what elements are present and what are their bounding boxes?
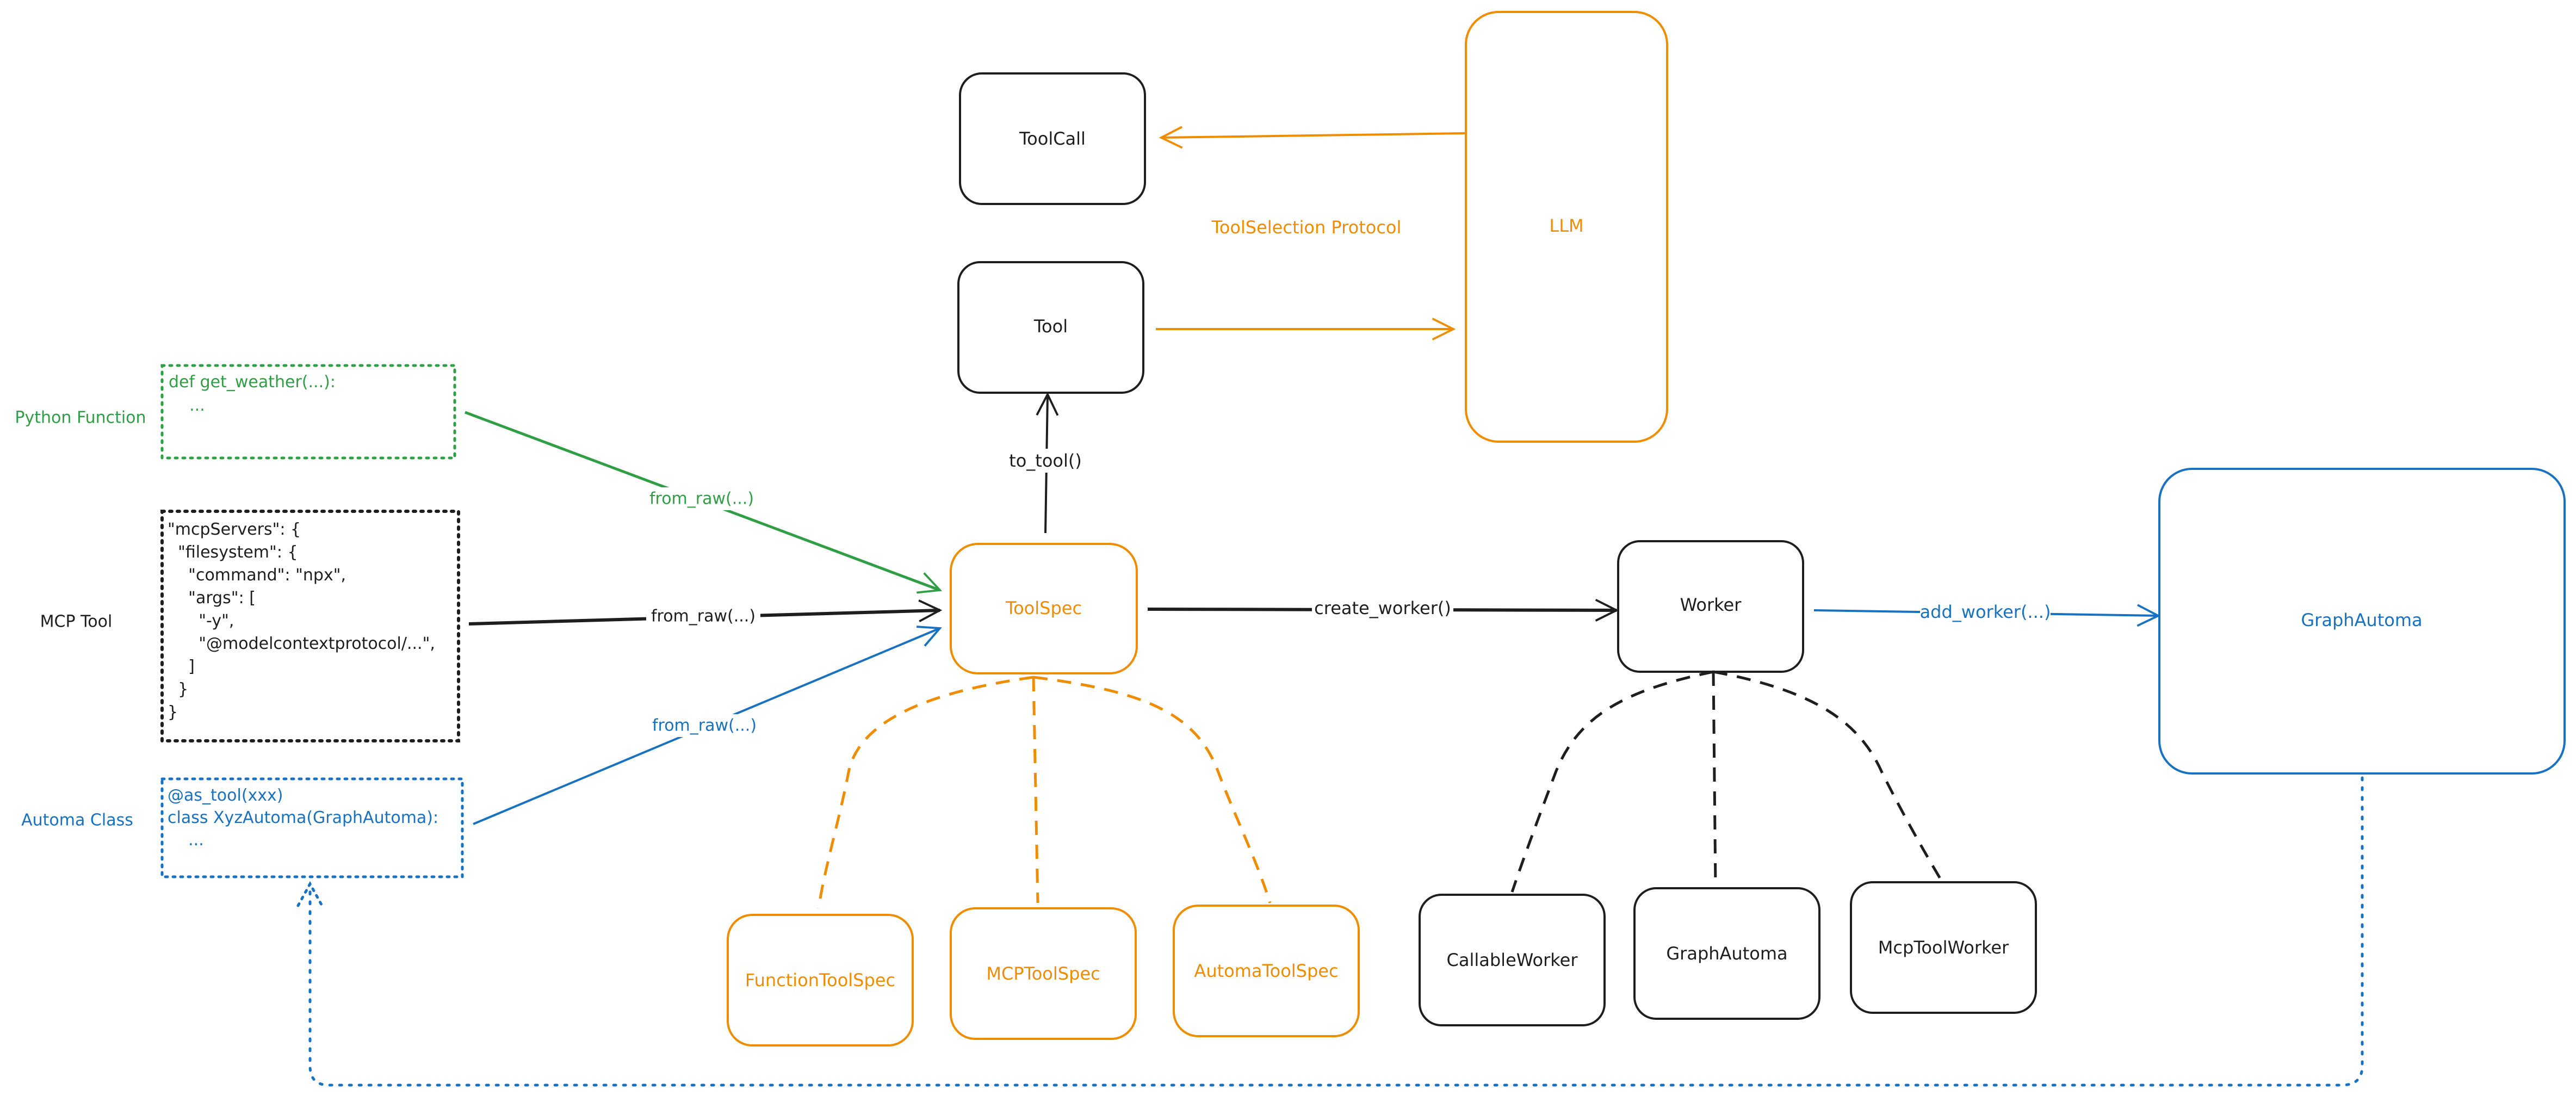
automa-code-line: @as_tool(xxx): [168, 786, 283, 805]
label-pad: [1001, 449, 1093, 473]
node-tool-label: Tool: [1033, 316, 1068, 337]
node-automa-tool-spec-label: AutomaToolSpec: [1194, 961, 1338, 981]
label-from-raw-mcp: from_raw(...): [651, 607, 756, 626]
dotted-arrowhead: [296, 881, 324, 907]
automa-class-code-box: @as_tool(xxx) class XyzAutoma(GraphAutom…: [160, 777, 464, 878]
edge-graphautoma-to-automa-class: [308, 776, 2364, 1087]
label-pad: [645, 487, 759, 510]
label-python-function: Python Function: [15, 408, 146, 428]
label-from-raw-python: from_raw(...): [649, 490, 754, 509]
mcp-code-line: "-y",: [168, 611, 234, 630]
edge-worker-mcptoolworker: [1713, 670, 1943, 882]
edge-worker-callableworker: [1510, 670, 1714, 893]
node-worker: Worker: [1617, 540, 1804, 673]
node-function-tool-spec-label: FunctionToolSpec: [745, 970, 895, 990]
label-create-worker: create_worker(): [1314, 598, 1451, 618]
mcp-code-text: "mcpServers": { "filesystem": { "command…: [168, 520, 440, 722]
node-worker-label: Worker: [1680, 595, 1742, 615]
edge-toolspec-mcptoolspec: [1032, 677, 1039, 903]
label-pad: [647, 714, 761, 737]
node-toolspec: ToolSpec: [950, 543, 1138, 674]
node-graphautoma: GraphAutoma: [2158, 468, 2566, 775]
label-pad: [1312, 597, 1453, 621]
node-callable-worker: CallableWorker: [1419, 894, 1606, 1026]
label-tool-selection-protocol: ToolSelection Protocol: [1211, 217, 1402, 238]
mcp-code-line: "filesystem": {: [168, 543, 298, 562]
label-automa-class: Automa Class: [21, 811, 133, 830]
node-callable-worker-label: CallableWorker: [1447, 950, 1578, 970]
mcp-code-line: }: [168, 703, 178, 722]
node-automa-tool-spec: AutomaToolSpec: [1173, 905, 1360, 1037]
label-pad: [646, 605, 760, 628]
node-toolcall-label: ToolCall: [1019, 128, 1086, 149]
node-graphautoma-sub: GraphAutoma: [1633, 887, 1820, 1020]
python-code-line: def get_weather(...):: [169, 373, 336, 392]
node-toolcall: ToolCall: [959, 72, 1146, 205]
node-toolspec-label: ToolSpec: [1005, 598, 1082, 618]
mcp-code-line: "args": [: [168, 589, 256, 608]
automa-code-text: @as_tool(xxx) class XyzAutoma(GraphAutom…: [168, 786, 444, 850]
python-function-code-box: def get_weather(...): ...: [160, 364, 456, 460]
node-graphautoma-label: GraphAutoma: [2301, 610, 2422, 630]
mcp-code-line: "mcpServers": {: [168, 520, 301, 539]
python-code-text: def get_weather(...): ...: [169, 373, 340, 415]
mcp-code-line: ]: [168, 657, 195, 676]
label-add-worker: add_worker(...): [1920, 602, 2051, 622]
mcp-tool-code-box: "mcpServers": { "filesystem": { "command…: [160, 510, 460, 742]
node-function-tool-spec: FunctionToolSpec: [727, 914, 914, 1047]
label-from-raw-automa: from_raw(...): [652, 716, 757, 735]
automa-code-line: class XyzAutoma(GraphAutoma):: [168, 808, 438, 827]
node-llm: LLM: [1465, 11, 1668, 443]
mcp-code-line: }: [168, 680, 188, 699]
python-code-line: ...: [169, 396, 205, 415]
label-pad: [1920, 600, 2051, 624]
node-mcp-tool-spec-label: MCPToolSpec: [986, 963, 1100, 984]
node-graphautoma-sub-label: GraphAutoma: [1666, 943, 1787, 964]
label-to-tool: to_tool(): [1009, 450, 1082, 471]
node-tool: Tool: [957, 261, 1144, 394]
mcp-code-line: "command": "npx",: [168, 566, 346, 585]
edge-worker-graphautoma-sub: [1712, 671, 1717, 887]
edge-toolspec-automatoolspec: [1033, 676, 1272, 903]
node-mcp-tool-spec: MCPToolSpec: [950, 907, 1137, 1040]
label-mcp-tool: MCP Tool: [40, 612, 113, 631]
node-mcp-tool-worker: McpToolWorker: [1850, 881, 2037, 1014]
edge-llm-to-toolcall: [1159, 126, 1466, 149]
mcp-code-line: "@modelcontextprotocol/...",: [168, 634, 435, 653]
node-llm-label: LLM: [1549, 215, 1583, 236]
node-mcp-tool-worker-label: McpToolWorker: [1878, 937, 2009, 958]
edge-toolspec-functiontoolspec: [817, 676, 1034, 909]
automa-code-line: ...: [168, 831, 204, 850]
